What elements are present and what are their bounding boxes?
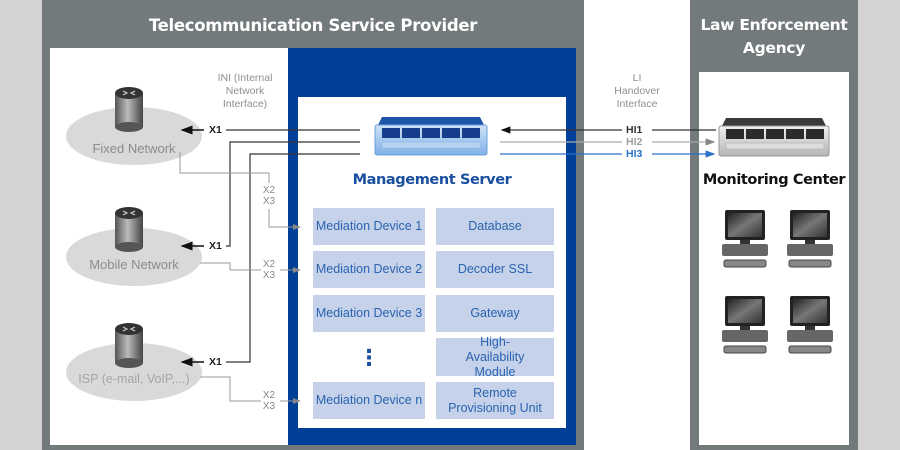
computer-workstation-icon[interactable]	[785, 294, 835, 358]
high-availability-module[interactable]: High-Availability Module	[436, 335, 554, 379]
isp-label: ISP (e-mail, VoIP,...)	[78, 372, 190, 386]
router-icon	[115, 207, 143, 252]
router-icon	[115, 87, 143, 132]
x2-label: X2	[262, 185, 276, 196]
x23-line-mobile	[200, 262, 262, 271]
handover-area	[584, 0, 690, 450]
ini-label-line: Network	[225, 85, 265, 97]
ellipsis-icon: ⋮	[358, 345, 380, 370]
ini-label-line: INI (Internal	[217, 72, 273, 84]
x1-line-isp	[226, 153, 360, 363]
x2-label: X2	[262, 259, 276, 270]
x3-label: X3	[262, 196, 276, 207]
hi2-label: HI2	[626, 136, 643, 148]
database-module[interactable]: Database	[436, 208, 554, 245]
x2-label: X2	[262, 390, 276, 401]
management-server-icon[interactable]	[372, 115, 490, 157]
computer-workstation-icon[interactable]	[785, 208, 835, 272]
monitoring-server-icon[interactable]	[716, 116, 832, 158]
fixed-network-label: Fixed Network	[92, 141, 176, 156]
x23-line-isp	[200, 376, 262, 402]
remote-provisioning-unit[interactable]: Remote Provisioning Unit	[436, 382, 554, 419]
x1-label-fixed: X1	[207, 124, 224, 136]
lea-title-line2: Agency	[742, 39, 806, 57]
ini-label-line: Interface)	[222, 98, 268, 110]
x1-label-isp: X1	[207, 356, 224, 368]
lea-title-line1: Law Enforcement	[700, 16, 848, 34]
x3-label: X3	[262, 401, 276, 412]
li-label-line: LI	[632, 72, 642, 84]
decoder-ssl-module[interactable]: Decoder SSL	[436, 251, 554, 288]
x23-line-fixed-b	[268, 209, 301, 230]
x1-line-mobile	[226, 141, 360, 247]
x1-label-mobile: X1	[207, 240, 224, 252]
hi3-label: HI3	[626, 148, 643, 160]
mediation-device-2[interactable]: Mediation Device 2	[313, 251, 425, 288]
li-label-line: Handover	[614, 85, 660, 97]
mobile-network-label: Mobile Network	[89, 257, 179, 272]
x3-label: X3	[262, 270, 276, 281]
hi1-label: HI1	[626, 124, 643, 136]
li-handover-label: LI Handover Interface	[597, 72, 677, 111]
ini-label: INI (Internal Network Interface)	[205, 72, 285, 111]
management-server-title: Management Server	[352, 172, 512, 188]
li-label-line: Interface	[616, 98, 658, 110]
mediation-device-n[interactable]: Mediation Device n	[313, 382, 425, 419]
mediation-device-1[interactable]: Mediation Device 1	[313, 208, 425, 245]
gateway-module[interactable]: Gateway	[436, 295, 554, 332]
computer-workstation-icon[interactable]	[720, 208, 770, 272]
computer-workstation-icon[interactable]	[720, 294, 770, 358]
router-icon	[115, 323, 143, 368]
mediation-device-3[interactable]: Mediation Device 3	[313, 295, 425, 332]
tsp-title: Telecommunication Service Provider	[148, 16, 478, 35]
monitoring-center-title: Monitoring Center	[702, 172, 846, 188]
x23-line-fixed	[179, 152, 270, 183]
